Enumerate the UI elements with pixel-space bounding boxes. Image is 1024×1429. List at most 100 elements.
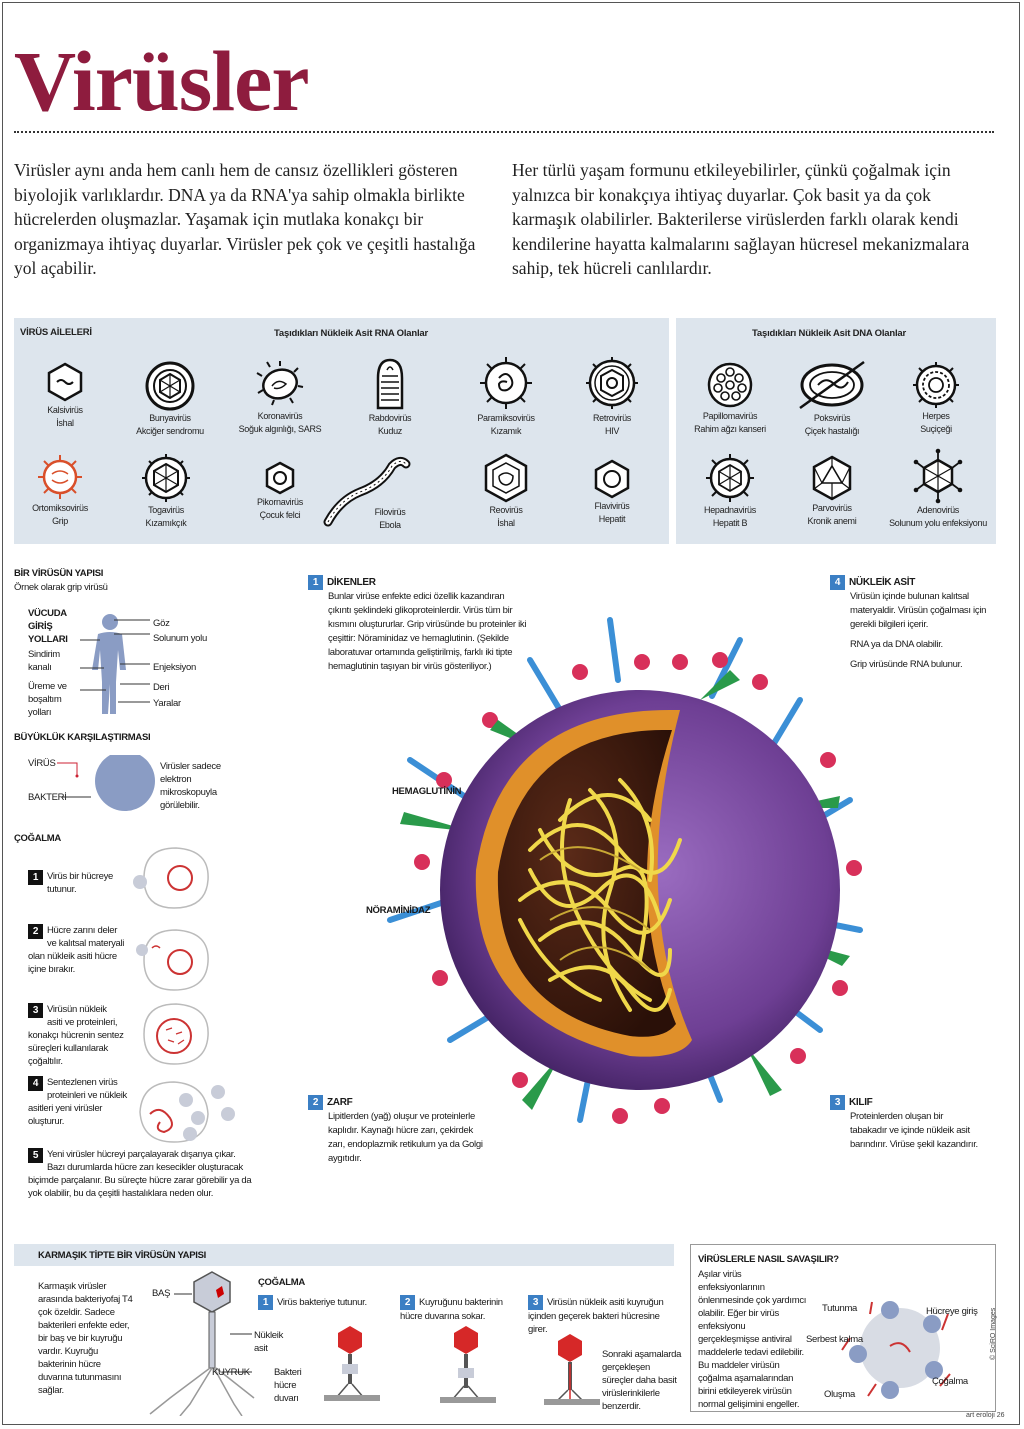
phage-step-drawings [324, 1326, 600, 1405]
callout-text-2: RNA ya da DNA olabilir. [850, 639, 943, 650]
human-figure [80, 614, 150, 714]
rna-header: Taşıdıkları Nükleik Asit RNA Olanlar [274, 328, 428, 339]
cell-step-4 [139, 1081, 235, 1143]
entry-wounds: Yaralar [153, 698, 181, 709]
flavivirus-icon [594, 459, 630, 499]
size-comparison [57, 755, 155, 811]
callout-nucleic-acid: 4 NÜKLEİK ASİT Virüsün içinde bulunan kal… [830, 575, 995, 672]
family-name: Pikornavirüs [257, 497, 303, 507]
influenza-virus-illustration [387, 617, 863, 1124]
family-adenovirus: Adenovirüs Solunum yolu enfeksiyonu [888, 448, 988, 530]
family-name: Reovirüs [489, 505, 523, 515]
step-number: 1 [258, 1295, 273, 1310]
rhabdovirus-icon [376, 358, 404, 410]
family-disease: Çocuk felci [259, 510, 301, 520]
entry-digestive: Sindirim kanalı [28, 649, 60, 673]
family-disease: Rahim ağzı kanseri [694, 424, 766, 434]
label-hemagglutinin: HEMAGLUTİNİN [392, 786, 462, 797]
filovirus-drawing [320, 450, 412, 535]
papillomavirus-icon [707, 362, 753, 408]
togavirus-icon [142, 454, 190, 502]
family-name: Flavivirüs [594, 501, 630, 511]
family-name: Koronavirüs [257, 411, 303, 421]
step-number: 3 [528, 1295, 543, 1310]
family-disease: İshal [497, 518, 515, 528]
callout-text-3: Grip virüsünde RNA bulunur. [850, 659, 963, 670]
entry-title: VÜCUDA GİRİŞ YOLLARI [28, 608, 68, 645]
rna-strands [518, 778, 682, 1012]
callout-number: 2 [308, 1095, 323, 1110]
family-disease: Solunum yolu enfeksiyonu [889, 518, 987, 528]
complex-desc: Karmaşık virüsler arasında bakteriyofaj … [38, 1281, 133, 1396]
fight-box [690, 1244, 996, 1412]
orthomyxovirus-icon [38, 455, 82, 499]
credit-copyright: © SciRO Images [990, 1307, 997, 1360]
label-neuraminidase: NÖRAMİNİDAZ [366, 905, 431, 916]
family-disease: Hepatit [598, 514, 626, 524]
step-number: 1 [28, 870, 43, 885]
callout-number: 1 [308, 575, 323, 590]
herpes-icon [913, 362, 959, 408]
callout-envelope: 2 ZARF Lipitlerden (yağ) oluşur ve protei… [308, 1095, 483, 1166]
family-disease: Grip [52, 516, 68, 526]
phage-nucleic-label: Nükleik asit [254, 1330, 284, 1354]
family-herpes: Herpes Suçiçeği [886, 360, 986, 436]
poxvirus-icon [799, 360, 865, 410]
step-number: 3 [28, 1003, 43, 1018]
family-parvovirus: Parvovirüs Kronik anemi [782, 454, 882, 528]
step-text: Sentezlenen virüs proteinleri ve nükleik… [28, 1077, 127, 1127]
families-dna-panel [676, 318, 996, 544]
step-text: Virüsün nükleik asiti kuyruğun içinden g… [528, 1297, 664, 1335]
callout-title: NÜKLEİK ASİT [849, 577, 916, 588]
family-disease: Kızamık [490, 426, 522, 436]
step-text: Yeni virüsler hücreyi parçalayarak dışar… [28, 1149, 252, 1199]
fight-label-attach: Tutunma [822, 1303, 858, 1314]
entry-skin: Deri [153, 682, 170, 693]
family-calicivirus: Kalsivirüs İshal [15, 360, 115, 430]
phage-step-3b: Sonraki aşamalarda gerçekleşen süreçler … [602, 1349, 682, 1412]
picornavirus-icon [265, 461, 295, 495]
intro-left: Virüsler aynı anda hem canlı hem de cans… [14, 160, 476, 278]
family-name: Togavirüs [148, 505, 184, 515]
fight-label-release: Serbest kalma [806, 1334, 863, 1345]
callout-text: Lipitlerden (yağ) oluşur ve proteinlerle… [328, 1111, 483, 1164]
phage-head-label: BAŞ [152, 1288, 171, 1299]
family-papillomavirus: Papillomavirüs Rahim ağzı kanseri [680, 360, 780, 436]
complex-repl-title: ÇOĞALMA [258, 1277, 305, 1288]
families-title: VİRÜS AİLELERİ [20, 327, 92, 338]
cell-step-1 [133, 847, 209, 909]
size-title: BÜYÜKLÜK KARŞILAŞTIRMASI [14, 732, 151, 743]
filovirus-icon [323, 456, 411, 527]
family-name: Filovirüs [374, 507, 406, 517]
fight-title: VİRÜSLERLE NASIL SAVAŞILIR? [698, 1254, 839, 1265]
family-disease: Akciğer sendromu [136, 426, 204, 436]
callout-number: 3 [830, 1095, 845, 1110]
family-name: Poksvirüs [813, 413, 851, 423]
parvovirus-icon [812, 455, 852, 501]
family-picornavirus: Pikornavirüs Çocuk felci [230, 460, 330, 522]
bacteriophage-drawing [149, 1271, 255, 1416]
complex-header-bar [14, 1244, 674, 1266]
replication-title: ÇOĞALMA [14, 833, 61, 844]
size-bacteria-label: BAKTERİ [28, 792, 67, 803]
family-name: Bunyavirüs [149, 413, 191, 423]
callout-text: Virüsün içinde bulunan kalıtsal materyal… [850, 591, 987, 630]
page-title: Virüsler [14, 33, 310, 129]
callout-title: ZARF [327, 1097, 353, 1108]
family-name: Kalsivirüs [47, 405, 83, 415]
hepadnavirus-icon [706, 454, 754, 502]
family-disease: Soğuk algınlığı, SARS [238, 424, 322, 434]
family-name: Adenovirüs [916, 505, 960, 515]
step-text: Kuyruğunu bakterinin hücre duvarına soka… [400, 1297, 503, 1322]
family-name: Rabdovirüs [368, 413, 412, 423]
adenovirus-icon [913, 448, 963, 504]
family-orthomyxovirus: Ortomiksovirüs Grip [10, 452, 110, 528]
complex-title: KARMAŞIK TİPTE BİR VİRÜSÜN YAPISI [38, 1250, 206, 1261]
callout-number: 4 [830, 575, 845, 590]
family-hepadnavirus: Hepadnavirüs Hepatit B [680, 452, 780, 530]
